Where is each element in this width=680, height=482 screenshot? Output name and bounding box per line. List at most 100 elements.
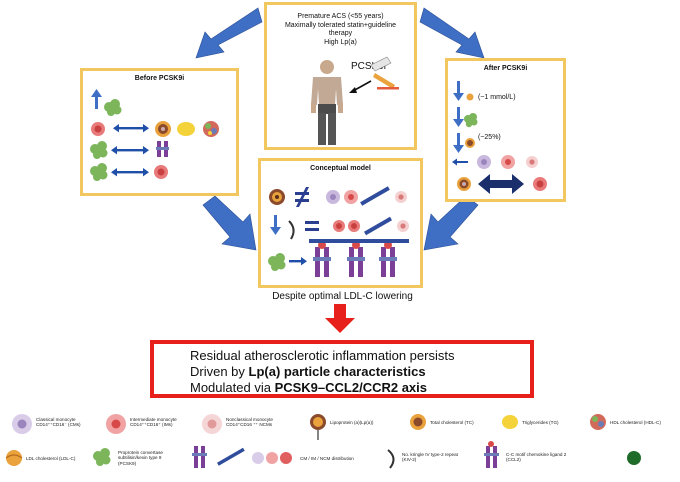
conceptual-model-graphics	[268, 186, 409, 277]
legend-tc-label: Total cholesterol (TC)	[430, 420, 474, 425]
down-arrow-icon	[270, 215, 281, 235]
up-arrow-icon	[91, 89, 102, 109]
drug-label: PCSK9i	[351, 61, 387, 72]
pcsk9-icon	[104, 99, 122, 116]
person-icon	[311, 60, 343, 145]
summary-box: Residual atherosclerotic inflammation pe…	[150, 340, 534, 398]
lpa-particle-icon	[465, 138, 475, 148]
legend-tc-icon	[410, 414, 426, 430]
ccr2-receptor-icon	[379, 241, 397, 277]
lpa-reduction-note: (~25%)	[478, 134, 501, 141]
legend-ccr2-icon	[192, 446, 207, 468]
patient-figure	[311, 56, 399, 145]
arrow-to-before	[195, 7, 263, 59]
summary-line-1-text: Residual atherosclerotic inflammation pe…	[190, 348, 455, 363]
legend-tg-icon	[502, 415, 518, 429]
legend-classical-line2: CD14⁺⁺CD16⁻ (CMs)	[36, 422, 81, 428]
pcsk9-icon	[90, 141, 108, 159]
legend-distribution-icon	[217, 447, 292, 466]
down-arrow-icon	[453, 133, 464, 153]
legend-ccl2-line1: C-C motif chemokine ligand 2	[506, 452, 567, 457]
ccr2-receptor-icon	[313, 241, 331, 277]
legend-kiv2-label: No. kringle IV type-2 repeat(KIV-2)	[402, 452, 458, 463]
legend-lpa-icon	[310, 414, 326, 440]
legend-hdl-icon	[590, 414, 606, 430]
after-panel-title: After PCSK9i	[483, 65, 528, 72]
legend-ldl-icon	[5, 450, 23, 466]
ccr2-receptor-icon	[347, 241, 365, 277]
legend-ldl-label: LDL cholesterol (LDL-C)	[26, 456, 76, 461]
legend-classical-monocyte-icon	[12, 414, 32, 434]
summary-line-2-bold: Lp(a) particle characteristics	[248, 364, 426, 379]
intermediate-monocyte-icon	[154, 165, 168, 179]
summary-line-1: Residual atherosclerotic inflammation pe…	[190, 348, 566, 363]
legend-ccl2-icon	[627, 451, 641, 465]
nonclassical-monocyte-icon	[395, 191, 407, 203]
arrow-before-to-model	[202, 195, 257, 251]
double-arrow-icon	[113, 124, 149, 133]
lpa-particle-icon	[269, 189, 285, 205]
legend-intermediate-monocyte-icon	[106, 414, 126, 434]
intermediate-monocyte-icon	[91, 122, 105, 136]
distribution-bar-icon	[364, 216, 392, 236]
legend-tg-label: Triglycerides (TG)	[522, 420, 559, 425]
summary-line-3: Modulated via PCSK9–CCL2/CCR2 axis	[190, 380, 566, 395]
legend-pcsk9-line3: (PCSK9)	[118, 460, 137, 466]
arrow-to-summary	[325, 304, 355, 333]
ldl-reduction-note: (~1 mmol/L)	[478, 94, 516, 101]
legend-icons	[5, 414, 641, 469]
pcsk9-icon	[464, 113, 478, 128]
legend-hdl-label: HDL cholesterol (HDL-C)	[610, 420, 661, 425]
down-arrow-icon	[453, 107, 464, 127]
summary-line-2: Driven by Lp(a) particle characteristics	[190, 364, 566, 379]
legend-kiv2-icon	[387, 449, 395, 469]
patient-panel: Premature ACS (<55 years) Maximally tole…	[264, 2, 417, 150]
distribution-bar-icon	[360, 186, 390, 206]
hdl-icon	[203, 121, 219, 137]
patient-criteria: Premature ACS (<55 years) Maximally tole…	[267, 13, 414, 47]
legend-pcsk9-icon	[93, 448, 111, 466]
summary-line-2-prefix: Driven by	[190, 364, 249, 379]
equal-icon	[305, 221, 319, 231]
legend-nonclassical-line2: CD14⁺CD16 ⁺⁺ NCMs	[226, 422, 273, 428]
criteria-lpa: High Lp(a)	[324, 38, 357, 46]
double-arrow-icon	[452, 158, 468, 166]
criteria-age: Premature ACS (<55 years)	[297, 13, 384, 20]
legend-ccl2-receptor-icon	[484, 441, 499, 468]
legend-distribution-label: CM / IM / NCM distribution	[300, 456, 354, 461]
legend-kiv2-line2: (KIV-2)	[402, 457, 417, 463]
intermediate-monocyte-icon	[348, 220, 360, 232]
summary-line-3-prefix: Modulated via	[190, 380, 275, 395]
conceptual-model-title: Conceptual model	[310, 165, 371, 172]
intermediate-monocyte-icon	[533, 177, 547, 191]
before-pcsk9i-panel: Before PCSK9i	[80, 68, 239, 196]
legend-kiv2-line1: No. kringle IV type-2 repeat	[402, 452, 458, 457]
classical-monocyte-icon	[477, 155, 491, 169]
criteria-therapy: Maximally tolerated statin+guideline	[284, 21, 397, 29]
double-arrow-icon	[478, 174, 524, 194]
after-panel-graphics	[452, 81, 547, 194]
membrane-bar	[309, 239, 409, 243]
caption-text: Despite optimal LDL-C lowering	[272, 291, 413, 302]
legend-pcsk9-line2: subtilisin/kexin type 9	[118, 455, 162, 461]
down-arrow-icon	[453, 81, 464, 101]
not-equal-icon	[295, 187, 309, 207]
arrow-to-after	[419, 7, 485, 59]
classical-monocyte-icon	[326, 190, 340, 204]
injector-pen-icon	[370, 56, 399, 90]
summary-line-3-bold: PCSK9–CCL2/CCR2 axis	[274, 380, 428, 395]
tg-icon	[177, 122, 195, 136]
double-arrow-icon	[111, 168, 149, 177]
intermediate-monocyte-icon	[333, 220, 345, 232]
ldl-icon	[466, 93, 474, 101]
pcsk9-icon	[90, 163, 108, 181]
before-panel-graphics	[90, 89, 219, 181]
lpa-particle-icon	[457, 177, 471, 191]
right-arrow-icon	[289, 257, 307, 266]
legend-classical-line1: Classical monocyte	[36, 417, 76, 422]
